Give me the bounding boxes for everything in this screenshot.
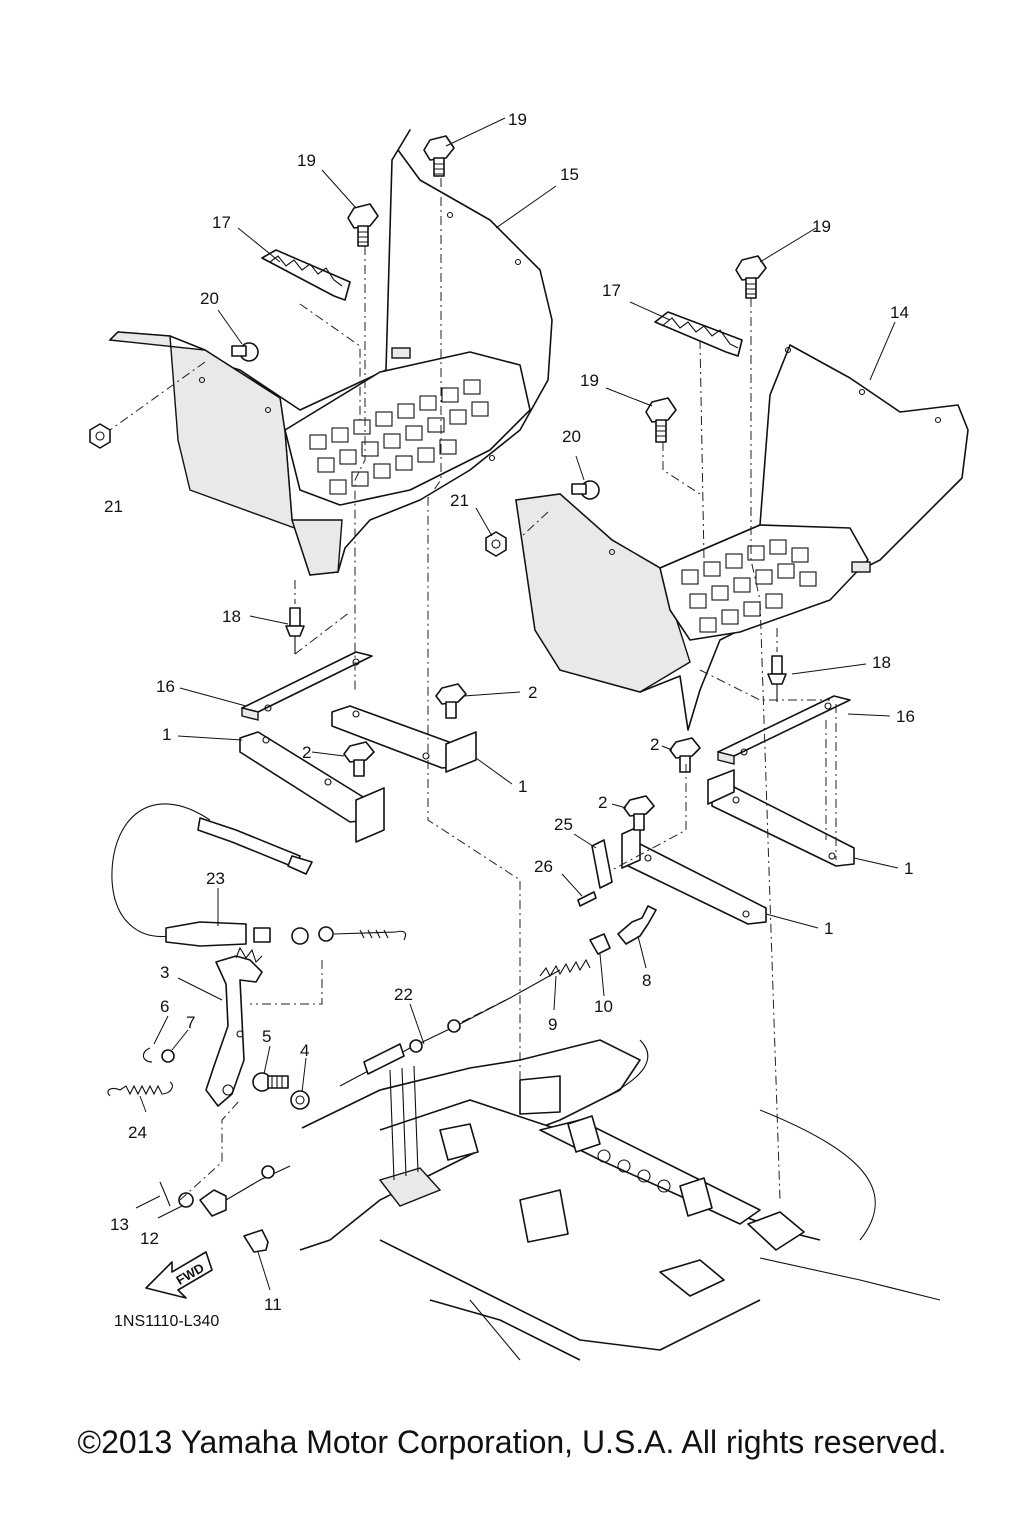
washer-7 bbox=[161, 1049, 175, 1063]
callout-14: 14 bbox=[890, 303, 909, 322]
callout-13: 13 bbox=[110, 1215, 129, 1234]
pin-26 bbox=[577, 891, 597, 907]
callout-11: 11 bbox=[264, 1295, 282, 1314]
callout-22: 22 bbox=[394, 985, 413, 1004]
brake-rod-22 bbox=[339, 969, 561, 1087]
callout-23: 23 bbox=[206, 869, 225, 888]
callout-10: 10 bbox=[594, 997, 613, 1016]
callout-17: 17 bbox=[602, 281, 621, 300]
adjusting-nut-8 bbox=[617, 905, 657, 945]
brake-pedal-3 bbox=[205, 946, 263, 1107]
screw-20 bbox=[231, 342, 259, 362]
bracket-16-left bbox=[241, 651, 373, 721]
stay-1-right-lower bbox=[621, 825, 767, 925]
diagram-reference-code: 1NS1110-L340 bbox=[114, 1313, 219, 1330]
reference-lines bbox=[109, 178, 837, 1201]
nut-21 bbox=[485, 531, 507, 557]
callout-15: 15 bbox=[560, 165, 579, 184]
callout-1: 1 bbox=[162, 725, 171, 744]
copyright-notice: ©2013 Yamaha Motor Corporation, U.S.A. A… bbox=[77, 1424, 947, 1460]
step-plate-left-17 bbox=[261, 249, 351, 301]
callout-1: 1 bbox=[824, 919, 833, 938]
bolt-19 bbox=[423, 135, 455, 177]
clip-6 bbox=[142, 1047, 153, 1063]
rivet-18 bbox=[285, 607, 305, 654]
clevis bbox=[199, 1165, 291, 1217]
screw-20 bbox=[571, 480, 600, 500]
spring-9 bbox=[539, 958, 591, 978]
leader-lines bbox=[135, 117, 899, 1291]
callout-16: 16 bbox=[156, 677, 175, 696]
callout-21: 21 bbox=[450, 491, 469, 510]
callout-3: 3 bbox=[160, 963, 169, 982]
brake-cable-23 bbox=[111, 803, 407, 947]
bolt-2 bbox=[343, 741, 375, 777]
callout-20: 20 bbox=[200, 289, 219, 308]
bolt-2 bbox=[435, 683, 467, 719]
callout-18: 18 bbox=[872, 653, 891, 672]
spring-24 bbox=[107, 1081, 173, 1097]
washer-12 bbox=[178, 1192, 194, 1208]
bolt-2 bbox=[669, 737, 701, 773]
callout-1: 1 bbox=[518, 777, 527, 796]
fwd-arrow-icon: FWD bbox=[145, 1251, 213, 1299]
callout-7: 7 bbox=[186, 1013, 195, 1032]
stay-1-lower-left bbox=[239, 731, 385, 843]
callout-20: 20 bbox=[562, 427, 581, 446]
rivet-18 bbox=[767, 655, 787, 702]
callout-12: 12 bbox=[140, 1229, 159, 1248]
bolt-2 bbox=[623, 795, 655, 831]
callout-1: 1 bbox=[904, 859, 913, 878]
joint-10 bbox=[589, 933, 611, 955]
callout-6: 6 bbox=[160, 997, 169, 1016]
callout-16: 16 bbox=[896, 707, 915, 726]
callout-19: 19 bbox=[812, 217, 831, 236]
callout-2: 2 bbox=[528, 683, 537, 702]
stay-1-right-upper bbox=[707, 769, 855, 867]
callout-18: 18 bbox=[222, 607, 241, 626]
callout-5: 5 bbox=[262, 1027, 271, 1046]
bolt-19 bbox=[735, 255, 767, 299]
parts-diagram: FWD bbox=[89, 110, 969, 1361]
callout-24: 24 bbox=[128, 1123, 147, 1142]
callouts: 19 19 15 17 20 21 19 17 14 19 20 21 18 1… bbox=[104, 110, 915, 1314]
callout-25: 25 bbox=[554, 815, 573, 834]
step-plate-right-17 bbox=[654, 311, 743, 357]
cotter-pin-13 bbox=[159, 1181, 171, 1207]
callout-2: 2 bbox=[650, 735, 659, 754]
bolt-5 bbox=[252, 1072, 289, 1092]
right-footrest-part-14 bbox=[515, 344, 969, 731]
callout-21: 21 bbox=[104, 497, 123, 516]
callout-19: 19 bbox=[508, 110, 527, 129]
callout-19: 19 bbox=[580, 371, 599, 390]
nut-4 bbox=[290, 1090, 310, 1110]
bracket-16-right bbox=[717, 695, 851, 765]
bolt-19 bbox=[645, 397, 677, 443]
callout-9: 9 bbox=[548, 1015, 557, 1034]
callout-2: 2 bbox=[598, 793, 607, 812]
callout-4: 4 bbox=[300, 1041, 309, 1060]
left-footrest-part-15 bbox=[108, 129, 553, 576]
callout-8: 8 bbox=[642, 971, 651, 990]
plate-25 bbox=[591, 839, 613, 889]
callout-2: 2 bbox=[302, 743, 311, 762]
nut-21 bbox=[89, 423, 111, 449]
pin-11 bbox=[243, 1229, 269, 1253]
frame bbox=[299, 1039, 941, 1361]
callout-17: 17 bbox=[212, 213, 231, 232]
callout-19: 19 bbox=[297, 151, 316, 170]
callout-26: 26 bbox=[534, 857, 553, 876]
bolt-19 bbox=[347, 203, 379, 247]
